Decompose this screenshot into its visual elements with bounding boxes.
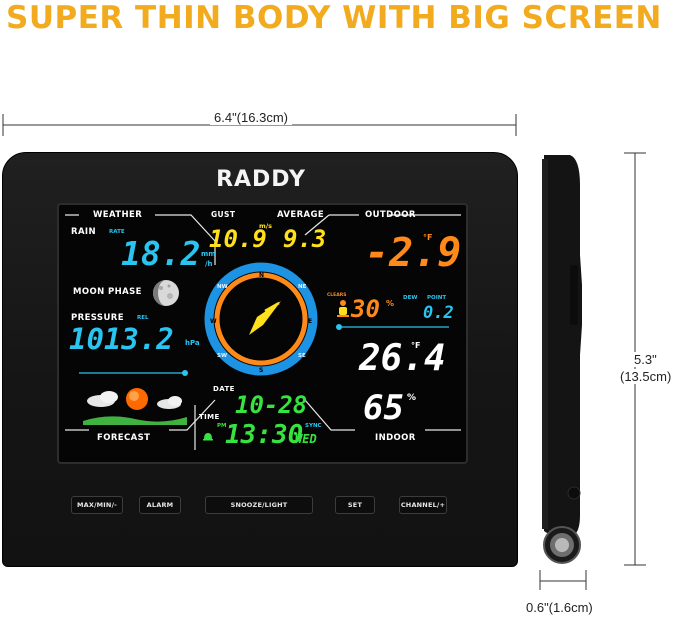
weather-label: WEATHER <box>93 210 143 220</box>
alarm-button[interactable]: ALARM <box>139 496 181 514</box>
weather-station-front: RADDY WEATHER RAIN RATE 18.2 mm /h MOON … <box>2 152 518 567</box>
brand-logo: RADDY <box>216 167 306 192</box>
max-min-button[interactable]: MAX/MIN/- <box>71 496 123 514</box>
headline: SUPER THIN BODY WITH BIG SCREEN <box>6 0 662 36</box>
weather-station-side-view <box>542 155 582 564</box>
dew-label: DEW <box>403 295 418 301</box>
rain-unit-top: mm <box>201 250 216 258</box>
pressure-unit: hPa <box>185 339 200 347</box>
clears-label: CLEARS <box>327 293 347 298</box>
outdoor-temp-unit: °F <box>423 233 433 242</box>
height-label-cm: (13.5cm) <box>618 369 674 384</box>
compass-se: SE <box>298 353 306 359</box>
compass-nw: NW <box>217 284 228 290</box>
outdoor-humidity: 30 <box>351 295 380 323</box>
alarm-bell-icon <box>203 433 213 441</box>
rain-unit-bottom: /h <box>205 260 213 268</box>
outdoor-humidity-unit: % <box>386 299 395 308</box>
snooze-light-button[interactable]: SNOOZE/LIGHT <box>205 496 313 514</box>
weekday: WED <box>295 432 317 446</box>
sync-label: SYNC <box>305 423 322 429</box>
date-value: 10-28 <box>235 391 308 419</box>
width-label: 6.4"(16.3cm) <box>210 110 292 125</box>
compass-s: S <box>259 367 264 374</box>
moon-icon <box>153 280 179 306</box>
indoor-humidity-unit: % <box>407 393 417 403</box>
compass-ne: NE <box>298 284 307 290</box>
screen-frame-lines <box>65 214 461 450</box>
pressure-rel-label: REL <box>137 315 149 321</box>
width-dimension-line <box>2 114 517 136</box>
forecast-label: FORECAST <box>97 433 151 443</box>
set-button[interactable]: SET <box>335 496 375 514</box>
date-label: DATE <box>213 385 235 393</box>
depth-dimension-line <box>539 570 587 590</box>
rain-value: 18.2 <box>121 234 201 273</box>
depth-label: 0.6"(1.6cm) <box>526 600 593 615</box>
lcd-screen: WEATHER RAIN RATE 18.2 mm /h MOON PHASE … <box>57 203 468 464</box>
channel-button[interactable]: CHANNEL/+ <box>399 496 447 514</box>
compass-n: N <box>259 272 265 279</box>
compass-e: E <box>308 318 313 325</box>
rain-label: RAIN <box>71 227 96 237</box>
wind-compass <box>204 262 318 376</box>
indoor-label: INDOOR <box>375 433 416 443</box>
pm-label: PM <box>217 423 227 429</box>
pressure-label: PRESSURE <box>71 313 124 323</box>
rain-rate-label: RATE <box>109 229 125 235</box>
point-label: POINT <box>427 295 447 301</box>
gust-label: GUST <box>211 210 236 219</box>
gust-value: 10.9 <box>209 225 267 253</box>
weather-person-icon <box>337 300 349 317</box>
dew-value: 0.2 <box>423 303 454 323</box>
moon-phase-label: MOON PHASE <box>73 287 142 297</box>
indoor-temp: 26.4 <box>359 338 446 379</box>
indoor-humidity: 65 <box>363 388 404 428</box>
height-label-in: 5.3" <box>632 352 659 367</box>
outdoor-temp: -2.9 <box>365 230 462 276</box>
forecast-sunny-cloud-icon <box>83 388 187 425</box>
pressure-value: 1013.2 <box>69 322 174 356</box>
compass-w: W <box>210 318 217 325</box>
average-value: 9.3 <box>283 225 327 253</box>
outdoor-label: OUTDOOR <box>365 210 416 220</box>
time-value: 13:30 <box>225 420 304 450</box>
indoor-temp-unit: °F <box>411 341 421 350</box>
wind-unit: m/s <box>259 222 273 230</box>
time-label: TIME <box>199 413 220 421</box>
average-label: AVERAGE <box>277 210 325 220</box>
compass-sw: SW <box>217 353 228 359</box>
